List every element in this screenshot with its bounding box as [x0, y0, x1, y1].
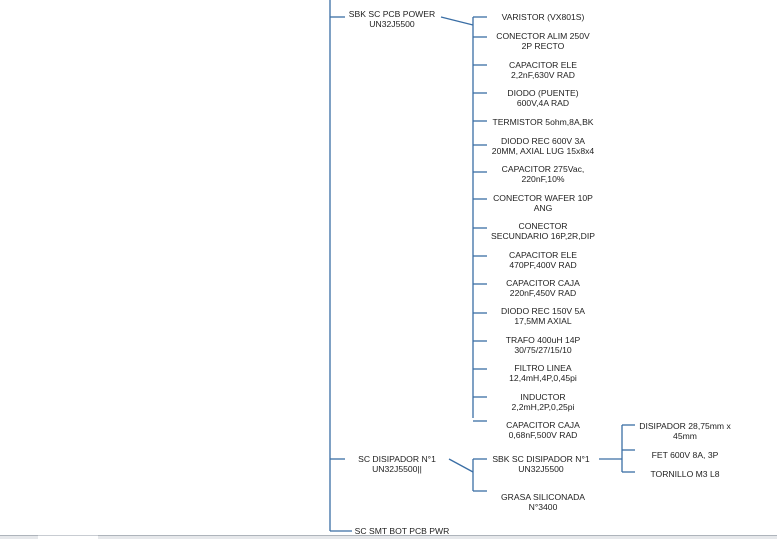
- node-cap-caja-220: CAPACITOR CAJA 220nF,450V RAD: [506, 278, 580, 298]
- node-cap-275: CAPACITOR 275Vac, 220nF,10%: [501, 164, 585, 184]
- node-trafo: TRAFO 400uH 14P 30/75/27/15/10: [505, 335, 581, 355]
- node-diodo-rec-600: DIODO REC 600V 3A 20MM, AXIAL LUG 15x8x4: [491, 136, 595, 156]
- node-conector-wafer: CONECTOR WAFER 10P ANG: [493, 193, 593, 213]
- node-sc-smt-bot: SC SMT BOT PCB PWR: [354, 526, 450, 536]
- connector-sc-disipador: [448, 458, 474, 473]
- node-diodo-rec-150: DIODO REC 150V 5A 17,5MM AXIAL: [500, 306, 586, 326]
- node-termistor: TERMISTOR 5ohm,8A,BK: [492, 117, 594, 127]
- node-fet: FET 600V 8A, 3P: [651, 450, 719, 460]
- node-diodo-puente: DIODO (PUENTE) 600V,4A RAD: [507, 88, 579, 108]
- node-tornillo: TORNILLO M3 L8: [650, 469, 720, 479]
- node-disipador-mm: DISIPADOR 28,75mm x 45mm: [639, 421, 731, 441]
- node-conector-alim: CONECTOR ALIM 250V 2P RECTO: [496, 31, 590, 51]
- connector-sbk-power: [440, 16, 474, 26]
- scroll-tab-left: [0, 535, 38, 539]
- node-grasa: GRASA SILICONADA N°3400: [500, 492, 586, 512]
- scroll-tab-right: [98, 535, 777, 539]
- node-varistor: VARISTOR (VX801S): [501, 12, 585, 22]
- node-cap-ele-470: CAPACITOR ELE 470PF,400V RAD: [509, 250, 577, 270]
- node-cap-ele-22: CAPACITOR ELE 2,2nF,630V RAD: [509, 60, 577, 80]
- node-filtro: FILTRO LINEA 12,4mH,4P,0,45pi: [509, 363, 577, 383]
- node-cap-caja-068: CAPACITOR CAJA 0,68nF,500V RAD: [506, 420, 580, 440]
- node-sbk-power: SBK SC PCB POWER UN32J5500: [348, 9, 436, 29]
- node-inductor: INDUCTOR 2,2mH,2P,0,25pi: [511, 392, 575, 412]
- node-sbk-disipador: SBK SC DISIPADOR N°1 UN32J5500: [492, 454, 590, 474]
- node-sc-disipador: SC DISIPADOR N°1 UN32J5500||: [358, 454, 436, 474]
- node-conector-sec: CONECTOR SECUNDARIO 16P,2R,DIP: [491, 221, 595, 241]
